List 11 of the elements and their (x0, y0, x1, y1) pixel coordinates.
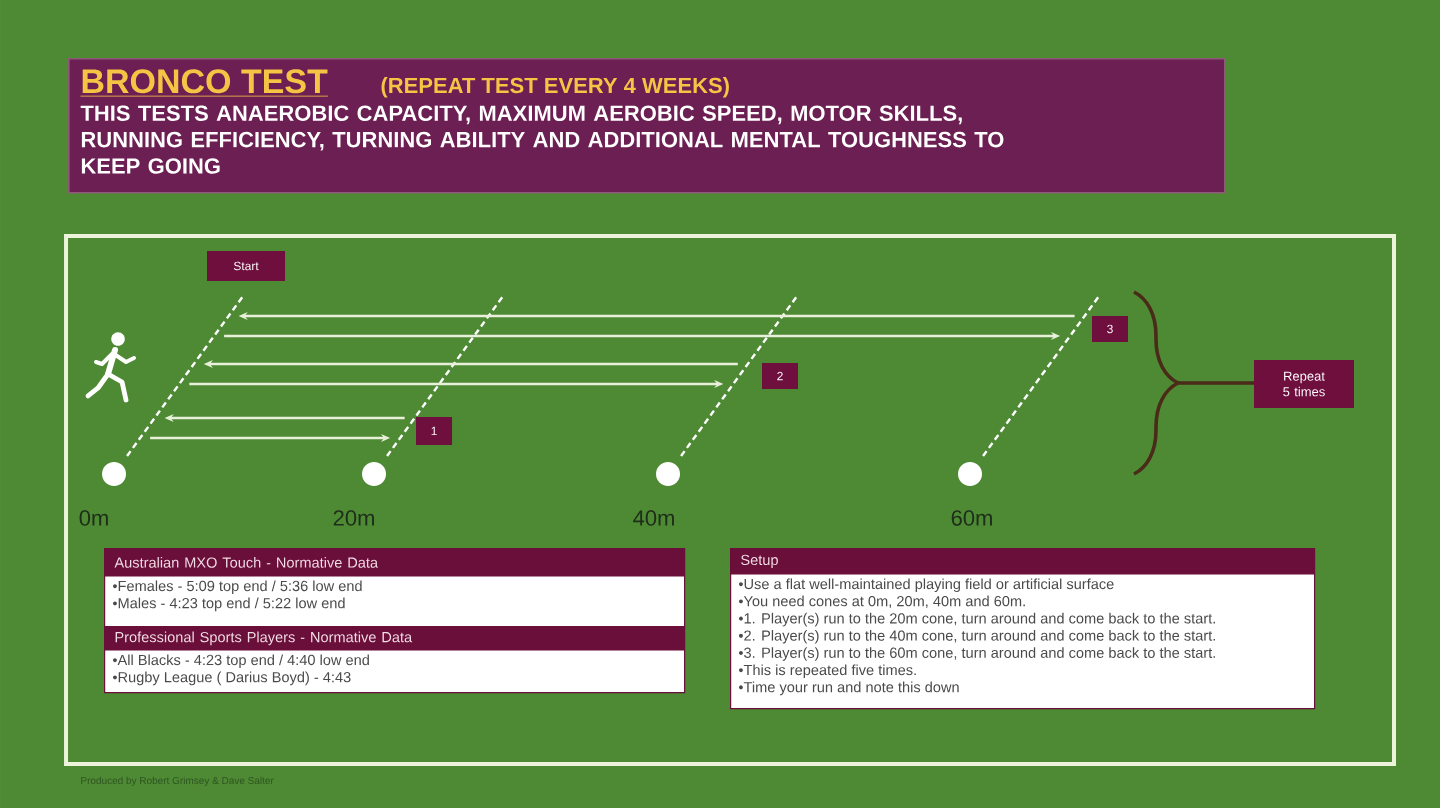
title: BRONCO TEST (80, 69, 329, 97)
subtitle: (REPEAT TEST EVERY 4 WEEKS) (381, 77, 729, 98)
distance-label: 60m (951, 510, 992, 526)
info-panel (104, 548, 686, 628)
distance-label: 40m (633, 510, 674, 526)
description: THIS TESTS ANAEROBIC CAPACITY, MAXIMUM AEROBIC SPEED, MOTOR SKILLS, RUNNING EFFICIENCY, TURNING ABILITY AND ADDITIONAL MENTAL TOUGHNESS TO KEEP GOING (80, 105, 1004, 174)
header-banner (68, 58, 1226, 194)
distance-label: 0m (79, 510, 108, 526)
info-panel (104, 626, 686, 694)
info-panel (730, 548, 1316, 710)
distance-label: 20m (333, 510, 374, 526)
